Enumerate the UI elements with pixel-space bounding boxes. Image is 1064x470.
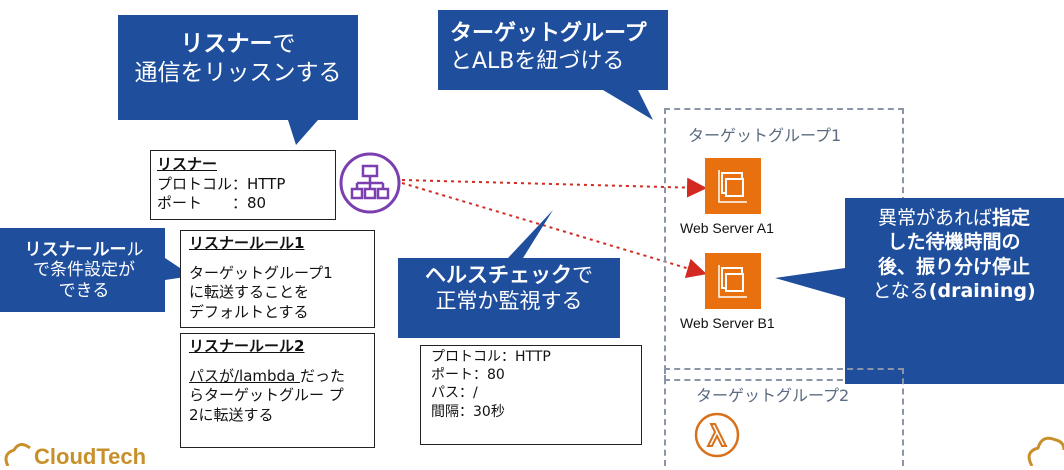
health-check-callout-rest: で bbox=[572, 263, 593, 287]
rule2-line2: らターゲットグルー プ bbox=[189, 386, 344, 404]
web-server-a1-label: Web Server A1 bbox=[680, 220, 774, 236]
listener-box-protocol: プロトコル：HTTP bbox=[157, 174, 286, 193]
rule1-line3: デフォルトとする bbox=[189, 302, 309, 321]
rule1-title: リスナールール1 bbox=[189, 234, 305, 252]
rule1-line1: ターゲットグループ1 bbox=[189, 263, 333, 282]
load-balancer-icon[interactable] bbox=[337, 150, 403, 216]
health-interval: 間隔：30秒 bbox=[431, 403, 505, 420]
target-group-1-label: ターゲットグループ1 bbox=[688, 126, 842, 145]
ec2-instance-icon-a1[interactable] bbox=[705, 158, 761, 214]
health-port: ポート：80 bbox=[431, 367, 505, 384]
target-group-callout: ターゲットグループ とALBを紐づける bbox=[450, 20, 647, 75]
listener-callout-line2: 通信をリッスンする bbox=[134, 59, 342, 86]
target-group-callout-shape bbox=[438, 10, 668, 120]
target-group-2 bbox=[664, 368, 904, 466]
listener-box-title: リスナー bbox=[157, 155, 218, 173]
draining-callout-shape bbox=[775, 198, 1064, 384]
listener-rule-2-box: リスナールール2 パスが/lambda だった らターゲットグルー プ 2に転送… bbox=[180, 333, 375, 448]
listener-rule-callout-shape bbox=[0, 228, 192, 312]
draining-line2: した待機時間の bbox=[887, 231, 1021, 254]
health-check-callout-line2: 正常か監視する bbox=[435, 289, 583, 314]
ec2-instance-icon-b1[interactable] bbox=[705, 253, 761, 309]
cloudtech-logo-icon bbox=[4, 443, 31, 466]
target-group-callout-bold: ターゲットグループ bbox=[450, 21, 647, 46]
health-check-callout-shape bbox=[398, 210, 620, 338]
draining-callout: 異常があれば指定 した待機時間の 後、振り分け停止 となる(draining) bbox=[848, 206, 1060, 303]
draining-line3: 後、振り分け停止 bbox=[877, 255, 1030, 278]
draining-line4-rest: となる bbox=[872, 279, 929, 302]
listener-callout: リスナーで 通信をリッスンする bbox=[118, 30, 358, 88]
listener-callout-bold: リスナー bbox=[180, 31, 273, 57]
listener-box: リスナー プロトコル：HTTP ポート ：80 bbox=[150, 150, 336, 220]
health-check-box: プロトコル：HTTP ポート：80 パス：/ 間隔：30秒 bbox=[420, 345, 642, 445]
rule2-line1-rest: だった bbox=[300, 366, 346, 385]
listener-rule-callout-rest: ル bbox=[126, 240, 144, 260]
arrow-to-a1 bbox=[401, 177, 707, 198]
draining-line4-bold: (draining) bbox=[928, 279, 1036, 302]
rule1-line2: に転送することを bbox=[189, 283, 310, 301]
health-path: パス：/ bbox=[431, 385, 478, 402]
arrow-to-b1 bbox=[401, 182, 707, 278]
rule2-line1-underlined: パスが/lambda bbox=[189, 366, 301, 385]
listener-box-port: ポート ：80 bbox=[157, 194, 267, 212]
health-check-callout: ヘルスチェックで 正常か監視する bbox=[398, 262, 620, 315]
target-group-2-label: ターゲットグループ2 bbox=[696, 386, 850, 405]
listener-callout-shape bbox=[118, 15, 358, 145]
cloud-corner-icon bbox=[1027, 436, 1064, 466]
rule2-line3: 2に転送する bbox=[189, 405, 274, 424]
draining-line1-bold: 指定 bbox=[992, 207, 1031, 229]
health-check-callout-bold: ヘルスチェック bbox=[425, 263, 572, 287]
rule2-title: リスナールール2 bbox=[189, 337, 305, 355]
lambda-icon[interactable] bbox=[694, 412, 740, 458]
listener-rule-callout: リスナールール で条件設定が できる bbox=[4, 240, 164, 301]
listener-callout-rest: で bbox=[272, 31, 296, 57]
listener-rule-callout-bold: リスナールー bbox=[24, 240, 127, 260]
listener-rule-callout-line2: で条件設定が bbox=[33, 260, 135, 281]
draining-line1-rest: 異常があれば bbox=[877, 207, 992, 229]
cloudtech-logo: CloudTech bbox=[34, 444, 147, 469]
listener-rule-1-box: リスナールール1 ターゲットグループ1 に転送することを デフォルトとする bbox=[180, 230, 375, 328]
target-group-callout-line2: とALBを紐づける bbox=[450, 48, 625, 74]
health-protocol: プロトコル：HTTP bbox=[431, 349, 551, 365]
web-server-b1-label: Web Server B1 bbox=[680, 315, 775, 331]
listener-rule-callout-line3: できる bbox=[58, 280, 110, 301]
